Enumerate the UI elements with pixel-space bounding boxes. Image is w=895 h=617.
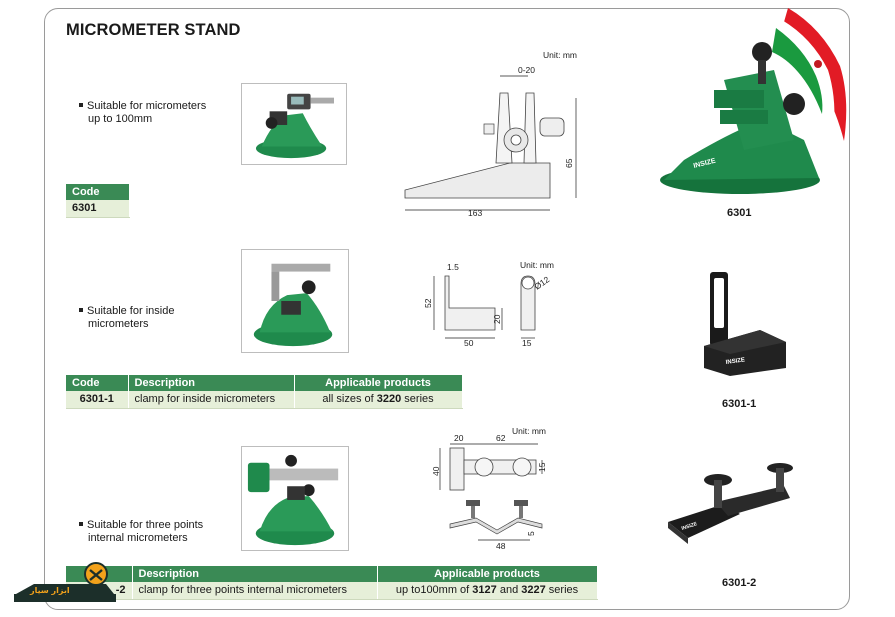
- dim-label: 62: [496, 433, 506, 443]
- section-3-photo: [241, 446, 349, 551]
- dim-label: 65: [564, 158, 574, 168]
- table-header-code: Code: [66, 375, 129, 391]
- product-image-6301-2: INSIZE: [664, 458, 804, 553]
- table-header-description: Description: [132, 566, 378, 582]
- product-image-6301-1: INSIZE: [700, 268, 790, 378]
- table-header-applicable-products: Applicable products: [294, 375, 463, 391]
- dim-label: 1.5: [447, 262, 459, 272]
- page-frame: [44, 8, 850, 610]
- svg-text:INSIZE: INSIZE: [725, 357, 745, 366]
- product-label: 6301-2: [722, 577, 757, 589]
- dim-label: 48: [496, 541, 506, 551]
- dim-label: 52: [423, 298, 433, 308]
- bullet-dot: [79, 308, 83, 313]
- section-1-bullet: Suitable for micrometers up to 100mm: [79, 100, 206, 126]
- section-2-photo: [241, 249, 349, 353]
- section-3-drawing: Unit: mm 20 62 40 15 48 5: [430, 424, 580, 554]
- dim-label: 20: [492, 314, 502, 324]
- table-header-code: Code: [66, 184, 130, 200]
- flag-emblem-icon: [770, 6, 860, 146]
- table-cell-code: 6301: [66, 200, 130, 218]
- product-image-6301: INSIZE: [654, 10, 824, 202]
- section-2-bullet: Suitable for inside micrometers: [79, 305, 174, 331]
- table-header-description: Description: [128, 375, 295, 391]
- dim-label: 40: [431, 466, 441, 476]
- unit-label: Unit: mm: [512, 426, 546, 436]
- dim-label: 5: [526, 531, 536, 536]
- dim-label: 20: [454, 433, 464, 443]
- svg-text:INSIZE: INSIZE: [681, 521, 699, 532]
- section-3-table: Description Applicable products -2 clamp…: [66, 566, 598, 600]
- dim-label: 0-20: [518, 65, 535, 75]
- table-header-applicable-products: Applicable products: [377, 566, 598, 582]
- table-cell-applicable-products: up to100mm of 3127 and 3227 series: [377, 582, 598, 600]
- section-2-drawing: Unit: mm 1.5 52 20 50 Ø12 15: [420, 256, 570, 351]
- section-2-table: Code Description Applicable products 630…: [66, 375, 463, 409]
- bullet-dot: [79, 522, 83, 527]
- page-title: MICROMETER STAND: [66, 21, 241, 39]
- unit-label: Unit: mm: [543, 50, 577, 60]
- table-cell-description: clamp for three points internal micromet…: [132, 582, 378, 600]
- dim-label: Ø12: [532, 274, 551, 292]
- bullet-dot: [79, 103, 83, 108]
- section-3-bullet: Suitable for three points internal micro…: [79, 519, 203, 545]
- section-1-drawing: Unit: mm 0-20 163 65: [400, 48, 590, 218]
- product-label: 6301: [727, 207, 752, 219]
- table-cell-description: clamp for inside micrometers: [128, 391, 295, 409]
- dim-label: 15: [537, 462, 547, 472]
- table-cell-applicable-products: all sizes of 3220 series: [294, 391, 463, 409]
- company-logo: ابزار سیار: [10, 562, 120, 604]
- logo-text: ابزار سیار: [29, 586, 70, 595]
- product-label: 6301-1: [722, 398, 757, 410]
- section-1-photo: [241, 83, 347, 165]
- dim-label: 163: [468, 208, 482, 218]
- table-cell-code: 6301-1: [66, 391, 129, 409]
- dim-label: 15: [522, 338, 532, 348]
- section-1-table: Code 6301: [66, 184, 130, 218]
- unit-label: Unit: mm: [520, 260, 554, 270]
- dim-label: 50: [464, 338, 474, 348]
